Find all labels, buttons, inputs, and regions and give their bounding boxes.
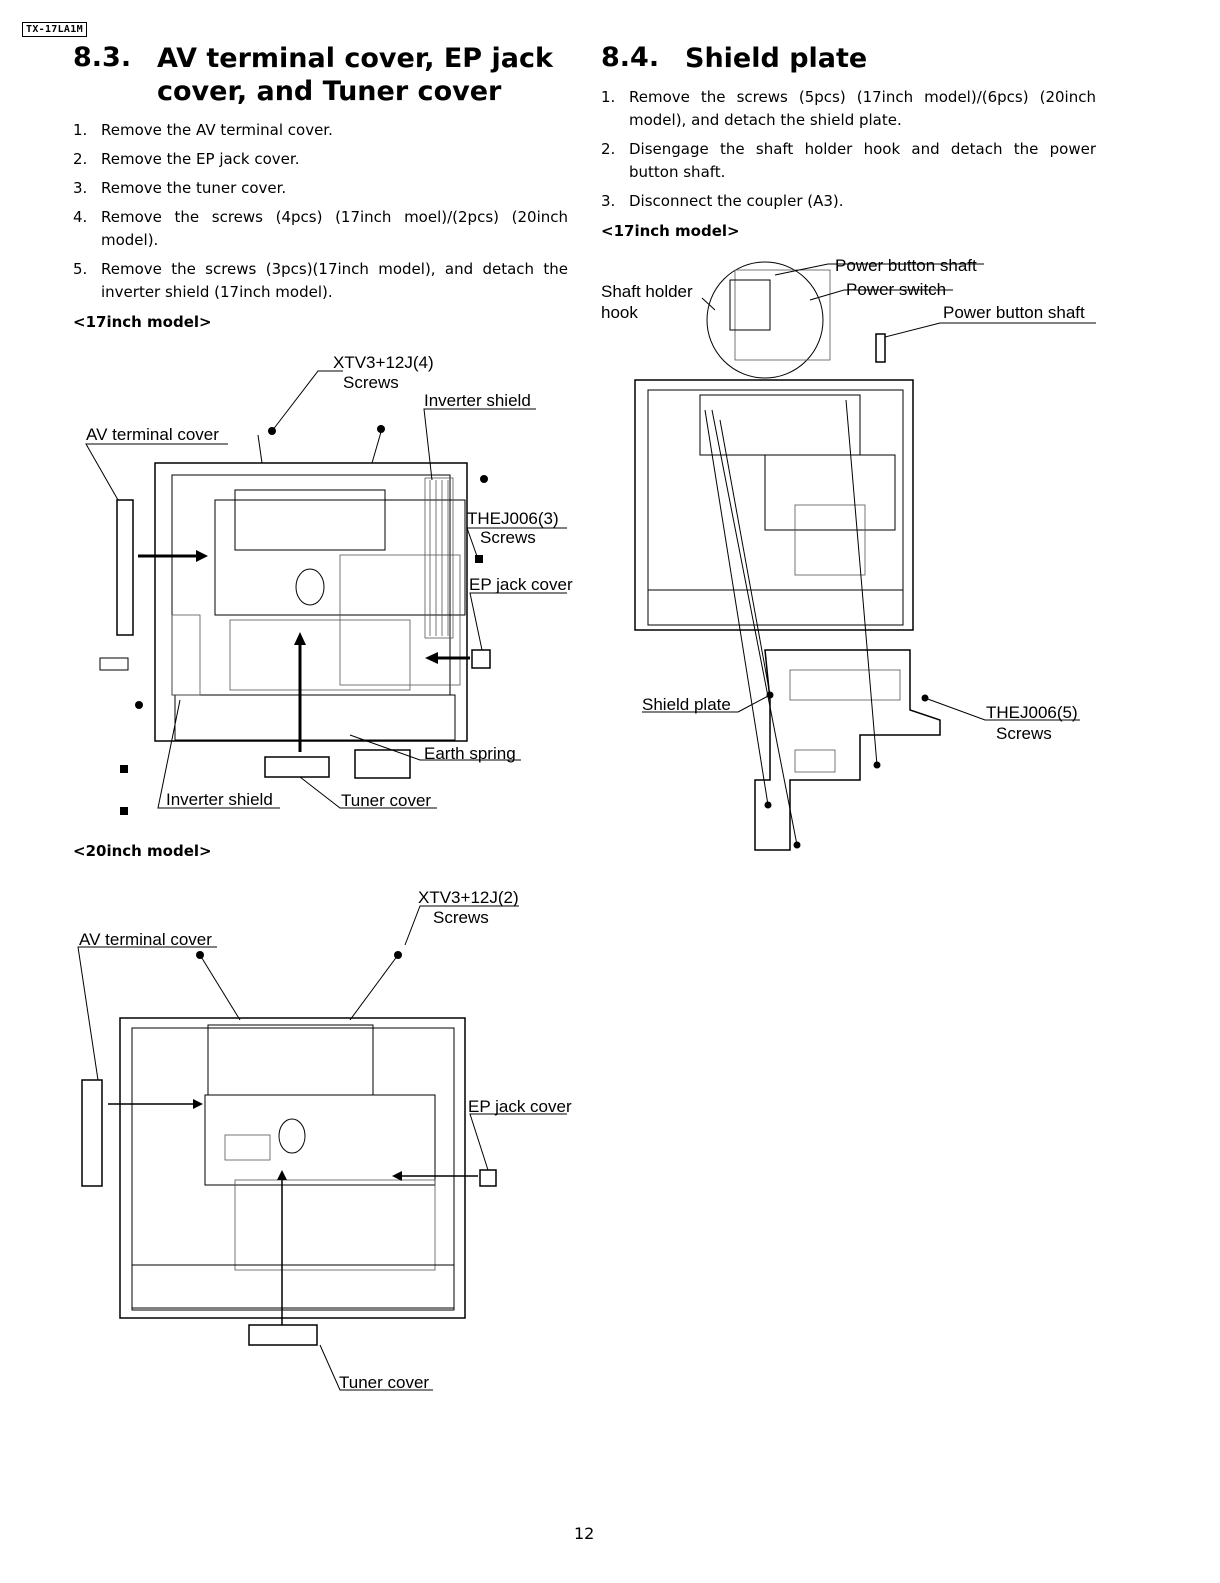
label-shaft-holder: Shaft holder [601,282,693,301]
section-8-3-steps: 1.Remove the AV terminal cover. 2.Remove… [73,119,568,310]
section-8-4-steps: 1.Remove the screws (5pcs) (17inch model… [601,86,1096,219]
label-screws-word-right: Screws [996,724,1052,743]
shield-plate-part [754,649,941,851]
figure-shield-plate: Power button shaft Power switch Shaft ho… [601,256,1096,851]
label-inverter-shield-bottom: Inverter shield [166,790,273,809]
power-button-shaft-part [875,333,886,363]
subheading-17inch-right: <17inch model> [601,222,740,240]
av-terminal-cover-part [116,499,134,636]
step-item: 1.Remove the AV terminal cover. [73,121,333,139]
label-screws-thej006-5: THEJ006(5) [986,703,1078,722]
step-item: 5.Remove the screws (3pcs)(17inch model)… [73,260,568,301]
step-item: 3.Remove the tuner cover. [73,179,287,197]
label-av-terminal-cover-20: AV terminal cover [79,930,212,949]
page-number: 12 [574,1524,595,1543]
figure-20inch-covers: XTV3+12J(2) Screws AV terminal cover EP … [77,888,572,1392]
section-8-3-number: 8.3. [73,42,132,73]
chassis-frame-right [634,379,914,631]
label-hook: hook [601,303,638,322]
label-ep-jack-cover-20: EP jack cover [468,1097,572,1116]
label-screws-word-a: Screws [343,373,399,392]
step-item: 1.Remove the screws (5pcs) (17inch model… [601,88,1096,129]
label-power-button-shaft-b: Power button shaft [943,303,1085,322]
section-8-4-title: Shield plate [685,43,868,74]
chassis-frame [154,462,468,742]
label-tuner-cover-20: Tuner cover [339,1373,429,1392]
section-8-4-number: 8.4. [601,42,660,73]
label-ep-jack-cover: EP jack cover [469,575,573,594]
figure-17inch-covers: XTV3+12J(4) Screws Inverter shield AV te… [85,353,573,815]
label-screws-thej006-3: THEJ006(3) [467,509,559,528]
av-terminal-cover-part-20 [81,1079,103,1187]
label-screws-word-b: Screws [480,528,536,547]
ep-jack-cover-part [471,649,491,669]
label-tuner-cover: Tuner cover [341,791,431,810]
tuner-cover-part [264,756,330,778]
label-av-terminal-cover: AV terminal cover [86,425,219,444]
step-item: 2.Disengage the shaft holder hook and de… [601,140,1096,181]
subheading-17inch-left: <17inch model> [73,313,212,331]
section-8-3-title-line2: cover, and Tuner cover [157,76,502,107]
tuner-cover-part-20 [248,1324,318,1346]
label-screws-xtv3-4: XTV3+12J(4) [333,353,434,372]
label-screws-word-20: Screws [433,908,489,927]
label-power-switch: Power switch [846,280,946,299]
label-earth-spring: Earth spring [424,744,516,763]
label-screws-xtv3-2: XTV3+12J(2) [418,888,519,907]
chassis-frame-20 [119,1017,466,1319]
model-tag: TX-17LA1M [22,22,87,37]
earth-spring-part [354,749,411,779]
step-item: 4.Remove the screws (4pcs) (17inch moel)… [73,208,568,249]
ep-jack-cover-part-20 [479,1169,497,1187]
step-item: 3.Disconnect the coupler (A3). [601,192,844,210]
subheading-20inch-left: <20inch model> [73,842,212,860]
section-8-3-title-line1: AV terminal cover, EP jack [157,43,553,74]
detail-circle [706,261,824,379]
label-shield-plate: Shield plate [642,695,731,714]
label-power-button-shaft-a: Power button shaft [835,256,977,275]
label-inverter-shield-top: Inverter shield [424,391,531,410]
step-item: 2.Remove the EP jack cover. [73,150,300,168]
